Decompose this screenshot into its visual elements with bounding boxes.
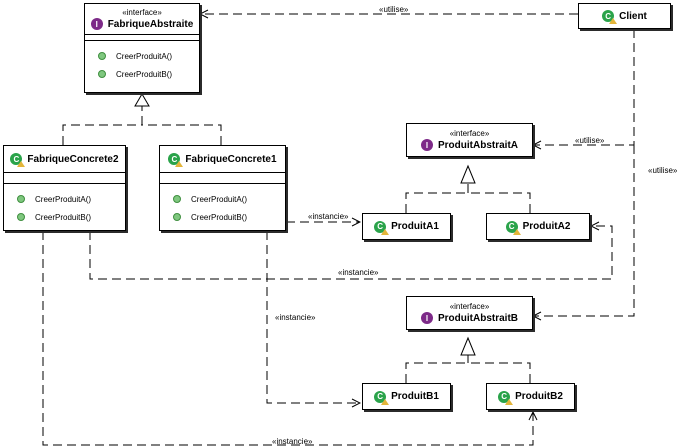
realization-a1 <box>405 192 468 213</box>
class-fabrique-concrete1[interactable]: C FabriqueConcrete1 CreerProduitA() Cree… <box>159 145 286 231</box>
method-name: CreerProduitA() <box>116 51 173 61</box>
realization-b1 <box>405 362 468 383</box>
class-produit-a1[interactable]: C ProduitA1 <box>362 213 451 240</box>
method-name: CreerProduitA() <box>35 194 92 204</box>
realization-triangle-produit-b <box>460 336 476 356</box>
class-name: FabriqueConcrete1 <box>185 153 277 165</box>
attributes-compartment <box>85 34 199 40</box>
method-row: CreerProduitB() <box>4 208 125 226</box>
attributes-compartment <box>4 172 125 183</box>
class-icon: C <box>10 153 26 167</box>
label-client-uses-produit-a: «utilise» <box>575 136 605 145</box>
method-row: CreerProduitB() <box>160 208 285 226</box>
dependency-fc1-b1 <box>266 231 360 403</box>
label-fc1-instantiates-a1: «instancie» <box>308 212 349 221</box>
realization-a2 <box>468 192 531 213</box>
method-name: CreerProduitB() <box>191 212 248 222</box>
method-row: CreerProduitB() <box>85 65 199 83</box>
class-icon: C <box>374 390 390 405</box>
class-icon: C <box>602 10 618 24</box>
method-name: CreerProduitA() <box>191 194 248 204</box>
class-name: Client <box>619 10 647 22</box>
class-client[interactable]: C Client <box>578 3 671 29</box>
class-fabrique-concrete2[interactable]: C FabriqueConcrete2 CreerProduitA() Cree… <box>3 145 126 231</box>
class-produit-a2[interactable]: C ProduitA2 <box>486 213 590 240</box>
interface-icon: I <box>421 139 433 151</box>
class-fabrique-abstraite[interactable]: «interface» I FabriqueAbstraite CreerPro… <box>84 3 200 93</box>
class-name: ProduitA1 <box>391 221 439 232</box>
dependency-fc2-b2 <box>42 231 533 446</box>
method-name: CreerProduitB() <box>35 212 92 222</box>
label-fc2-instantiates-a2: «instancie» <box>338 268 379 277</box>
dependency-client-produit-b <box>533 145 635 316</box>
methods-compartment: CreerProduitA() CreerProduitB() <box>4 183 125 226</box>
public-method-icon <box>173 213 181 221</box>
public-method-icon <box>98 52 106 60</box>
public-method-icon <box>173 195 181 203</box>
class-name: ProduitA2 <box>522 221 571 232</box>
method-row: CreerProduitA() <box>4 190 125 208</box>
public-method-icon <box>98 70 106 78</box>
realization-triangle-produit-a <box>460 164 476 184</box>
stereotype-label: «interface» <box>122 8 162 17</box>
dependency-fc2-a2 <box>89 226 613 280</box>
attributes-compartment <box>160 172 285 183</box>
label-client-uses-fabrique: «utilise» <box>379 5 409 14</box>
public-method-icon <box>17 213 25 221</box>
realization-triangle-fabrique <box>134 93 150 107</box>
class-produit-b2[interactable]: C ProduitB2 <box>486 383 575 410</box>
dependency-client-produit-a <box>533 29 635 145</box>
class-name: ProduitAbstraitA <box>438 139 518 151</box>
realization-b2 <box>468 362 531 383</box>
realization-fc1 <box>142 124 222 145</box>
realization-fc2 <box>62 124 142 145</box>
class-icon: C <box>168 153 184 167</box>
label-client-uses-produit-b: «utilise» <box>648 166 677 175</box>
class-name: ProduitAbstraitB <box>438 312 518 324</box>
stereotype-label: «interface» <box>449 302 490 311</box>
class-produit-abstrait-b[interactable]: «interface» I ProduitAbstraitB <box>406 296 533 330</box>
class-icon: C <box>505 220 521 235</box>
methods-compartment: CreerProduitA() CreerProduitB() <box>85 40 199 83</box>
method-row: CreerProduitA() <box>160 190 285 208</box>
class-name: FabriqueAbstraite <box>107 18 194 30</box>
class-produit-b1[interactable]: C ProduitB1 <box>362 383 451 410</box>
class-name: ProduitB1 <box>391 391 439 402</box>
class-icon: C <box>374 220 390 235</box>
class-name: FabriqueConcrete2 <box>27 153 119 165</box>
class-icon: C <box>498 390 514 405</box>
method-row: CreerProduitA() <box>85 47 199 65</box>
public-method-icon <box>17 195 25 203</box>
class-name: ProduitB2 <box>515 391 563 402</box>
label-fc1-instantiates-b1: «instancie» <box>275 313 316 322</box>
interface-icon: I <box>421 312 433 324</box>
method-name: CreerProduitB() <box>116 69 173 79</box>
label-fc2-instantiates-b2: «instancie» <box>272 437 313 446</box>
interface-icon: I <box>90 18 103 30</box>
class-produit-abstrait-a[interactable]: «interface» I ProduitAbstraitA <box>406 123 533 157</box>
stereotype-label: «interface» <box>449 129 490 138</box>
methods-compartment: CreerProduitA() CreerProduitB() <box>160 183 285 226</box>
